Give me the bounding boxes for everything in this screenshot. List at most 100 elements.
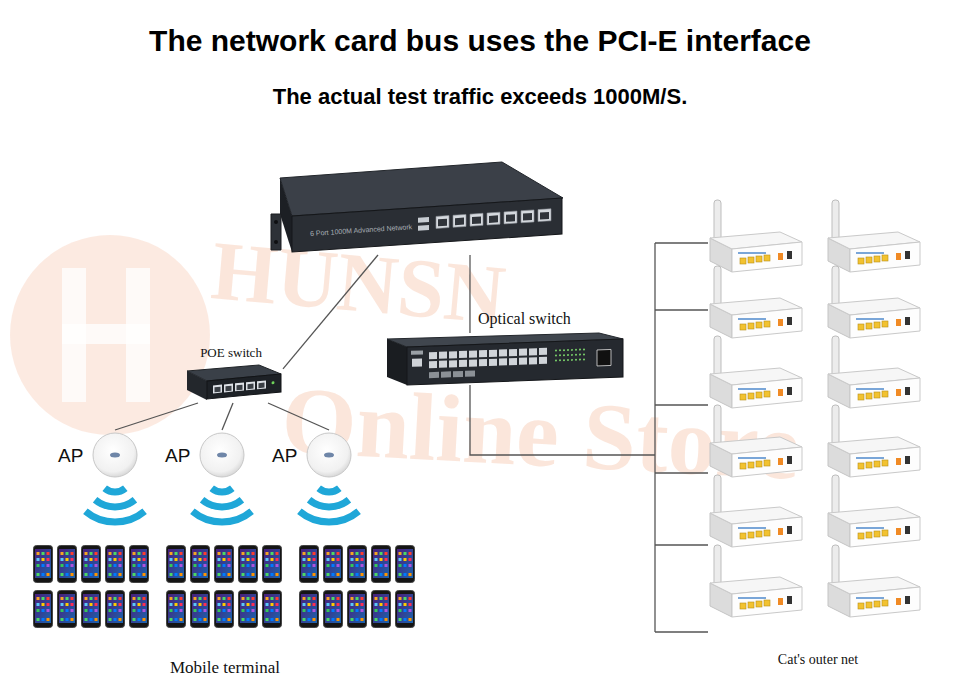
ethernet-port (479, 350, 487, 357)
wifi-signals (85, 488, 358, 522)
ethernet-port (538, 209, 551, 222)
switch-front-face (407, 339, 623, 385)
status-led (575, 359, 577, 361)
status-led (571, 349, 573, 351)
brand-plate (411, 350, 423, 354)
mobile-phone (58, 546, 77, 583)
device-label: AP (165, 446, 190, 465)
ethernet-port (459, 351, 467, 358)
port-socket (540, 212, 549, 220)
ethernet-port (235, 382, 244, 391)
status-led (583, 353, 585, 355)
mobile-phone (372, 546, 391, 583)
ear-hole (274, 220, 278, 224)
wifi-arc (192, 511, 251, 522)
device-label: AP (58, 446, 83, 465)
ethernet-port (469, 359, 477, 366)
status-led (272, 381, 275, 384)
status-led (567, 354, 569, 356)
router (828, 545, 920, 617)
router-grid (710, 200, 920, 617)
port-socket (489, 215, 498, 223)
port-socket (248, 384, 254, 390)
bus-wire (470, 385, 655, 455)
router (710, 200, 802, 272)
ethernet-port (429, 352, 437, 359)
mobile-phone (130, 591, 149, 628)
status-led (579, 359, 581, 361)
ethernet-port (487, 212, 500, 225)
ear-hole (274, 240, 278, 244)
mobile-phone (396, 546, 415, 583)
node-outline (385, 333, 625, 385)
device-label: AP (272, 446, 297, 465)
mobile-phone (191, 591, 210, 628)
mobile-phone (348, 546, 367, 583)
status-led (559, 349, 561, 351)
ethernet-port (509, 349, 517, 356)
port-socket (215, 387, 221, 393)
group-label: Mobile terminal (170, 659, 280, 676)
router (710, 336, 802, 408)
router (710, 266, 802, 338)
access-point: AP (55, 430, 145, 480)
mobile-phone (263, 591, 282, 628)
optical-switch: Optical switch (385, 333, 625, 385)
ethernet-port (469, 350, 477, 357)
wifi-arc (95, 500, 135, 507)
watermark-logo (10, 235, 210, 435)
ethernet-port (499, 349, 507, 356)
status-led (571, 354, 573, 356)
mobile-phone (239, 546, 258, 583)
sfp-port (465, 370, 475, 376)
ap-logo (324, 453, 334, 458)
ethernet-port (529, 348, 537, 355)
chassis-front (292, 198, 562, 252)
logo-stroke (62, 324, 150, 344)
mobile-phone (167, 546, 186, 583)
ethernet-port (429, 361, 437, 368)
connector-line (115, 403, 198, 430)
ethernet-port (453, 214, 466, 227)
mobile-phone (106, 591, 125, 628)
bus-branch (655, 309, 708, 310)
switch-side (387, 339, 407, 385)
mobile-phone (34, 591, 53, 628)
status-led (567, 349, 569, 351)
mobile-phone (130, 546, 149, 583)
status-led (555, 349, 557, 351)
port-socket (438, 219, 447, 227)
mobile-phone (300, 546, 319, 583)
status-led (555, 359, 557, 361)
bus-branch (655, 472, 708, 473)
router (828, 336, 920, 408)
mobile-phone (58, 591, 77, 628)
access-point: AP (269, 430, 359, 480)
mobile-phone (372, 591, 391, 628)
bus-wire (654, 243, 655, 632)
status-led (563, 354, 565, 356)
connector-line (469, 255, 470, 333)
switch-front (407, 339, 623, 385)
device-label: Optical switch (478, 311, 571, 327)
optical-bus (470, 243, 708, 632)
wifi-arc (309, 500, 349, 507)
chassis-side (280, 178, 292, 252)
phone-group (300, 546, 415, 628)
bus-branch (655, 242, 708, 243)
ethernet-port (213, 385, 222, 394)
sfp-port (429, 372, 439, 378)
mobile-phone (215, 546, 234, 583)
connector-line (222, 403, 233, 430)
port-socket (455, 218, 464, 226)
router (710, 405, 802, 477)
switch-front-face (207, 374, 281, 399)
wifi-arc (319, 488, 340, 492)
phone-group (167, 546, 282, 628)
router (828, 200, 920, 272)
status-led (579, 354, 581, 356)
status-led (567, 359, 569, 361)
ethernet-port (459, 360, 467, 367)
